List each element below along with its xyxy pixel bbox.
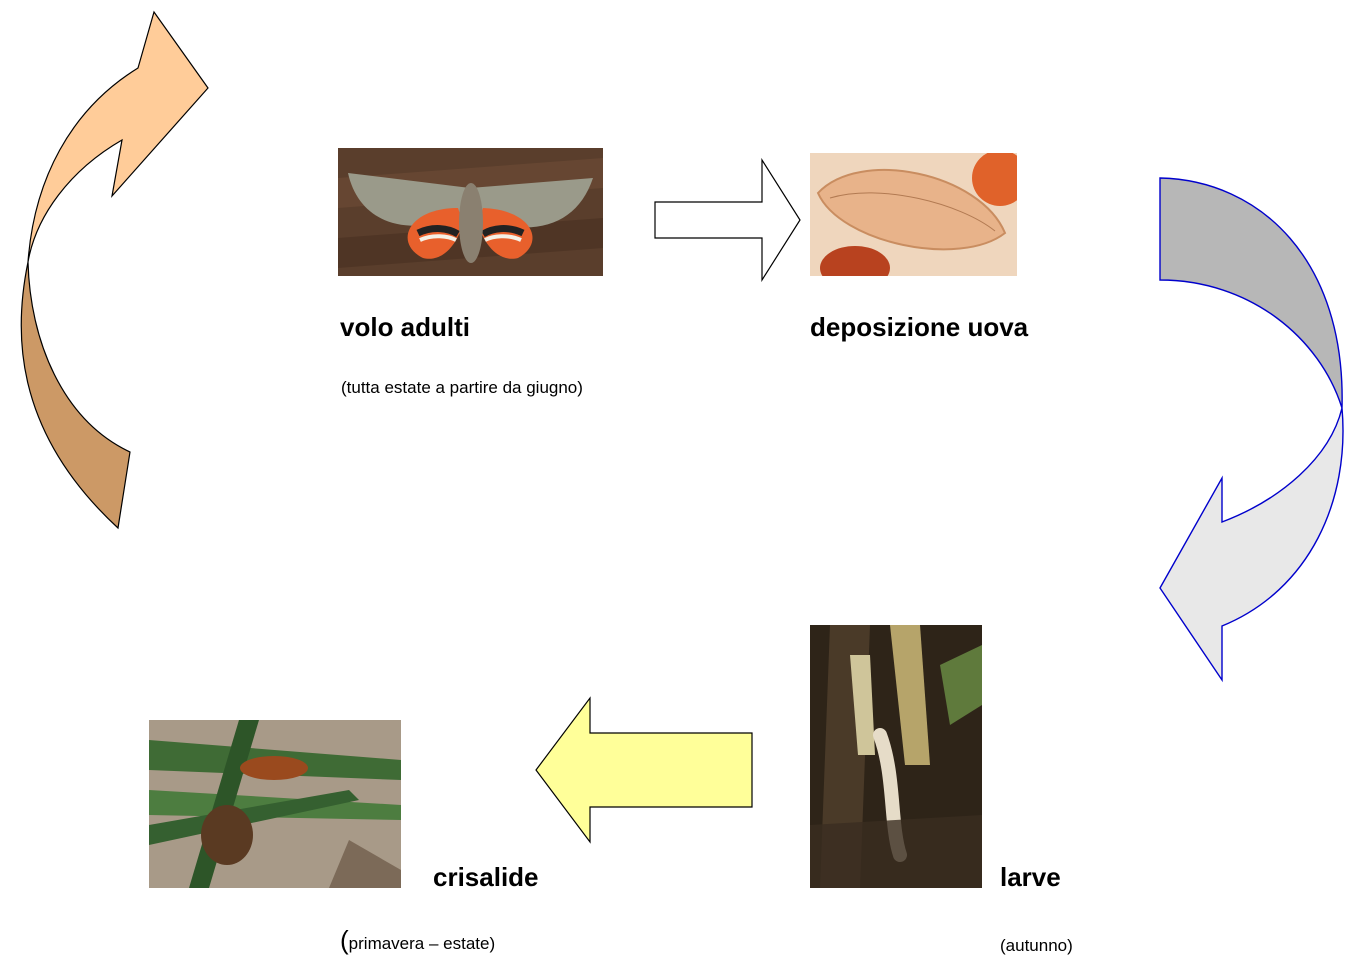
larva-photo [810,625,982,888]
arrow-band-upper [28,12,208,262]
pupa-photo [149,720,401,888]
arrow-larvae-to-pupa [530,690,760,850]
stage-title-larvae: larve [1000,862,1061,892]
egg-photo [810,153,1017,276]
arrow-band-lower [21,262,130,528]
stage-note-pupa: (primavera – estate) [340,930,495,954]
stage-title-eggs: deposizione uova [810,312,1028,342]
stage-note-pupa-text: primavera – estate) [349,934,495,953]
stage-note-pupa-paren: ( [340,925,349,955]
arrow-band-lower [1160,408,1343,680]
curved-arrow-eggs-to-larvae [1150,170,1354,690]
stage-title-adults: volo adulti [340,312,470,342]
stage-title-pupa: crisalide [433,862,539,892]
moth-photo [338,148,603,276]
curved-arrow-pupa-to-adults [0,0,220,540]
arrow-adults-to-eggs [650,155,805,285]
stage-note-adults: (tutta estate a partire da giugno) [341,378,583,398]
stage-note-larvae: (autunno) [1000,936,1073,956]
arrow-band-upper [1160,178,1342,408]
